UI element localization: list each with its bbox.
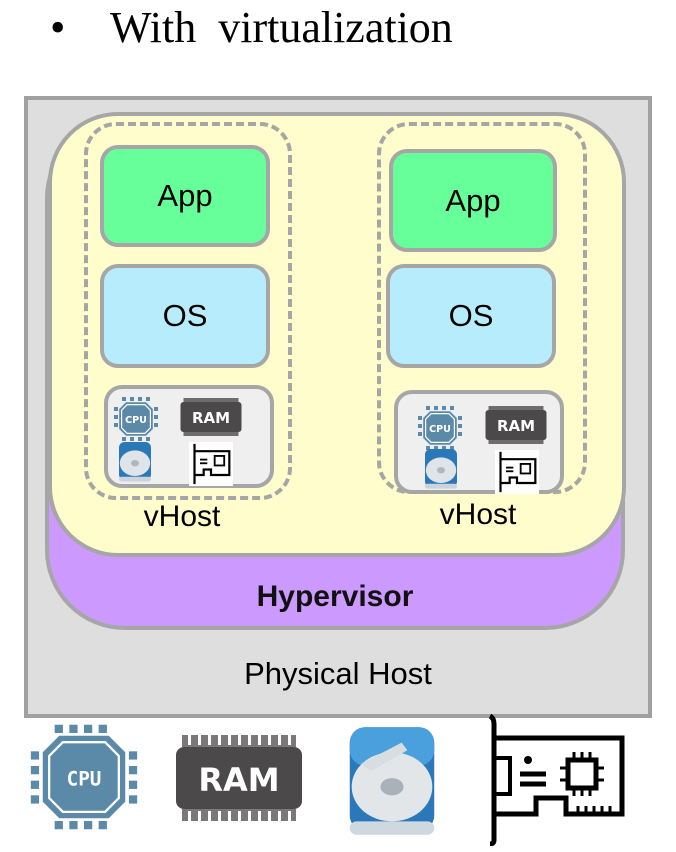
app-label: App [157, 178, 213, 213]
svg-text:CPU: CPU [429, 424, 451, 435]
slide-heading: • With virtualization [50, 2, 453, 53]
bullet: • [50, 3, 66, 52]
hard-disk-icon [349, 727, 435, 835]
svg-text:RAM: RAM [198, 761, 279, 799]
app-box-1: App [100, 145, 270, 247]
vhost-label-2: vHost [439, 498, 517, 531]
network-card-icon [488, 714, 625, 846]
disk-icon [119, 442, 151, 482]
disk-icon [425, 449, 457, 489]
cpu-icon: CPU [30, 724, 138, 830]
app-label: App [445, 182, 501, 218]
network-card-icon [189, 442, 233, 486]
ram-icon: RAM [176, 735, 302, 821]
cpu-icon: CPU [418, 406, 462, 450]
os-box-1: OS [100, 264, 270, 368]
hypervisor-label: Hypervisor [256, 580, 414, 613]
os-label: OS [162, 298, 208, 333]
vhost-container-1 [84, 122, 292, 500]
heading-text: With virtualization [110, 3, 453, 52]
svg-text:RAM: RAM [497, 417, 535, 435]
os-box-2: OS [386, 264, 556, 368]
os-label: OS [448, 298, 494, 333]
ram-icon: RAM [180, 398, 242, 436]
cpu-icon: CPU [114, 397, 158, 441]
svg-text:CPU: CPU [67, 767, 102, 790]
vhost-label-1: vHost [143, 500, 221, 533]
svg-text:CPU: CPU [125, 415, 147, 426]
svg-text:RAM: RAM [192, 409, 230, 427]
ram-icon: RAM [485, 406, 547, 444]
physical-host-label: Physical Host [244, 656, 432, 691]
network-card-icon [495, 450, 539, 494]
app-box-2: App [389, 149, 557, 252]
